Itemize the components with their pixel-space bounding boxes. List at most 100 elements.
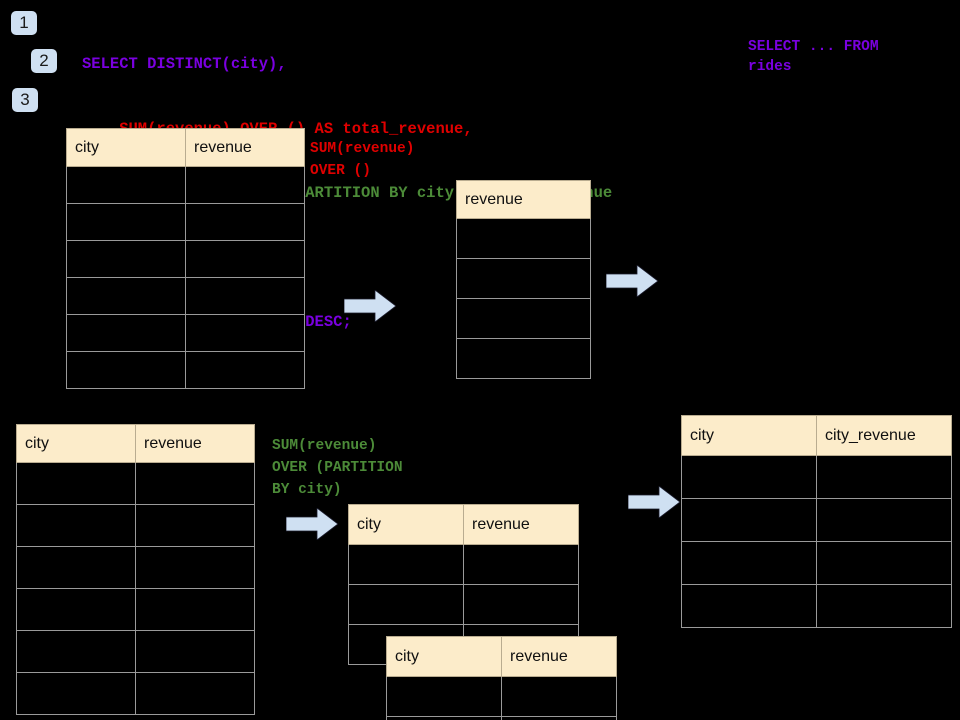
cell-city	[66, 240, 186, 278]
cell-city	[16, 672, 136, 715]
cell-city	[681, 541, 817, 585]
table-row	[16, 672, 255, 715]
table-header-row: city revenue	[16, 424, 255, 463]
annotation-select-from: SELECT ... FROM rides	[748, 39, 879, 75]
column-header-revenue: revenue	[456, 180, 591, 219]
cell-revenue	[185, 203, 305, 241]
table-row	[386, 716, 617, 720]
column-header-city: city	[16, 424, 136, 463]
cell-revenue	[185, 166, 305, 204]
arrow-source-to-total	[344, 290, 396, 322]
table-header-row: city revenue	[348, 504, 579, 545]
arrow-source-to-partition	[286, 508, 338, 540]
partition-table-b: city revenue	[386, 636, 617, 720]
city-revenue-result-table: city city_revenue	[681, 415, 952, 628]
column-header-revenue: revenue	[135, 424, 255, 463]
arrow-partition-to-result	[628, 486, 680, 518]
table-row	[348, 584, 579, 625]
annotation-sum-over-partition: SUM(revenue) OVER (PARTITION BY city)	[272, 438, 403, 498]
cell-city	[681, 584, 817, 628]
cell-revenue	[456, 258, 591, 299]
table-row	[66, 351, 305, 389]
column-header-revenue: revenue	[501, 636, 617, 677]
table-row	[386, 676, 617, 717]
table-row	[681, 498, 952, 542]
cell-revenue	[135, 462, 255, 505]
column-header-revenue: revenue	[185, 128, 305, 167]
cell-city	[66, 277, 186, 315]
cell-revenue	[135, 630, 255, 673]
cell-city	[16, 630, 136, 673]
column-header-city: city	[66, 128, 186, 167]
cell-revenue	[185, 314, 305, 352]
rides-source-table-top: city revenue	[66, 128, 305, 389]
table-row	[348, 544, 579, 585]
cell-city	[348, 544, 464, 585]
table-row	[16, 462, 255, 505]
cell-revenue	[463, 544, 579, 585]
table-row	[681, 584, 952, 628]
table-row	[456, 338, 591, 379]
cell-revenue	[501, 676, 617, 717]
table-row	[16, 630, 255, 673]
cell-city-revenue	[816, 541, 952, 585]
cell-revenue	[456, 218, 591, 259]
table-row	[66, 166, 305, 204]
table-row	[456, 218, 591, 259]
cell-city-revenue	[816, 455, 952, 499]
cell-revenue	[456, 298, 591, 339]
cell-revenue	[501, 716, 617, 720]
column-header-revenue: revenue	[463, 504, 579, 545]
sql-line-1: SELECT DISTINCT(city),	[82, 55, 287, 73]
table-row	[16, 504, 255, 547]
step-badge-3: 3	[12, 88, 38, 112]
step-badge-1: 1	[11, 11, 37, 35]
cell-city	[386, 716, 502, 720]
cell-city	[681, 455, 817, 499]
column-header-city-revenue: city_revenue	[816, 415, 952, 456]
table-row	[66, 240, 305, 278]
table-row	[66, 277, 305, 315]
annotation-sum-over-empty: SUM(revenue) OVER ()	[310, 141, 415, 179]
cell-city	[16, 588, 136, 631]
cell-city	[386, 676, 502, 717]
cell-revenue	[185, 277, 305, 315]
cell-city	[16, 546, 136, 589]
table-row	[681, 541, 952, 585]
cell-city-revenue	[816, 498, 952, 542]
cell-revenue	[135, 588, 255, 631]
cell-city-revenue	[816, 584, 952, 628]
cell-revenue	[185, 240, 305, 278]
cell-city	[66, 203, 186, 241]
cell-city	[66, 351, 186, 389]
table-row	[66, 314, 305, 352]
cell-city	[16, 462, 136, 505]
cell-city	[16, 504, 136, 547]
partition-table-a: city revenue	[348, 504, 579, 665]
cell-revenue	[456, 338, 591, 379]
table-row	[456, 298, 591, 339]
table-header-row: city revenue	[66, 128, 305, 167]
column-header-city: city	[386, 636, 502, 677]
arrow-total-to-result	[606, 265, 658, 297]
step-badge-2: 2	[31, 49, 57, 73]
cell-revenue	[135, 672, 255, 715]
cell-revenue	[185, 351, 305, 389]
cell-revenue	[135, 546, 255, 589]
cell-city	[66, 314, 186, 352]
table-row	[16, 546, 255, 589]
rides-source-table-bottom: city revenue	[16, 424, 255, 715]
cell-city	[681, 498, 817, 542]
table-row	[456, 258, 591, 299]
cell-revenue	[463, 584, 579, 625]
cell-revenue	[135, 504, 255, 547]
table-row	[681, 455, 952, 499]
table-row	[16, 588, 255, 631]
cell-city	[348, 584, 464, 625]
column-header-city: city	[348, 504, 464, 545]
column-header-city: city	[681, 415, 817, 456]
table-row	[66, 203, 305, 241]
cell-city	[66, 166, 186, 204]
table-header-row: revenue	[456, 180, 591, 219]
